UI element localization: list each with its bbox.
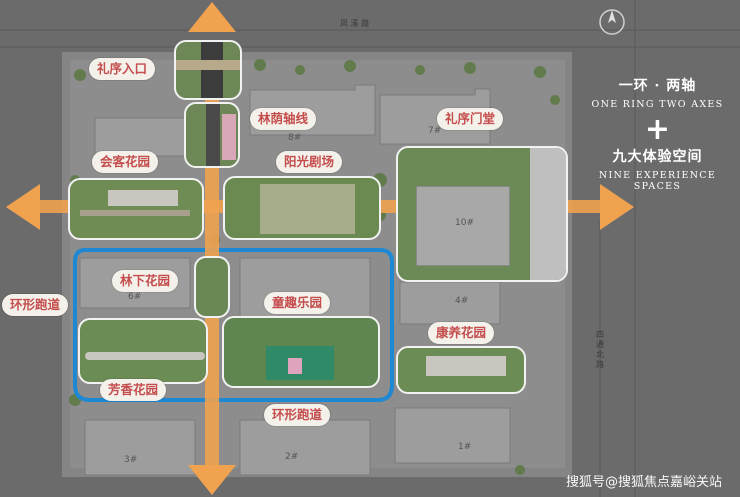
building-label-10: 10#	[455, 218, 474, 228]
building-3	[84, 419, 196, 476]
direction-arrow-icon	[6, 2, 634, 495]
plot-forest-axis	[184, 102, 240, 168]
plot-sunshine-theater	[223, 176, 381, 240]
north-arrow-icon	[599, 9, 625, 35]
plus-icon: +	[644, 112, 671, 147]
building-label-8: 8#	[288, 133, 302, 143]
label-ceremony-entrance: 礼序入口	[89, 58, 156, 80]
concept-line1-en: ONE RING TWO AXES	[591, 99, 724, 110]
plot-understory-garden	[194, 256, 230, 318]
building-7	[379, 88, 491, 145]
building-1	[394, 407, 511, 464]
plot-ceremony-lobby	[396, 146, 568, 282]
ring-trail-path	[73, 248, 394, 402]
label-sunshine-theater: 阳光剧场	[276, 151, 343, 173]
building-label-3: 3#	[124, 455, 138, 465]
plot-kids-park	[222, 316, 380, 388]
label-ring-trail-bottom: 环形跑道	[264, 404, 331, 426]
concept-line2-en: NINE EXPERIENCE SPACES	[598, 170, 717, 192]
concept-line1-cn: 一环 · 两轴	[618, 78, 697, 94]
plot-fragrance-garden	[78, 318, 208, 384]
plot-wellness-garden	[396, 346, 526, 394]
concept-title-panel: 一环 · 两轴 ONE RING TWO AXES + 九大体验空间 NINE …	[575, 75, 740, 192]
label-club-garden: 会客花园	[92, 151, 159, 173]
building-2	[239, 419, 371, 476]
road-name-north: 凤 溪 路	[340, 19, 370, 28]
label-understory-garden: 林下花园	[112, 270, 179, 292]
building-4	[399, 281, 501, 325]
plot-club-garden	[68, 178, 204, 240]
building-label-6: 6#	[128, 292, 142, 302]
building-label-4: 4#	[455, 296, 469, 306]
watermark: 搜狐号@搜狐焦点嘉峪关站	[565, 475, 722, 490]
road-name-east: 四 通 北 路	[596, 330, 604, 369]
plot-ceremony-entrance	[174, 40, 242, 100]
label-ceremony-lobby: 礼序门堂	[437, 108, 504, 130]
label-ring-trail-left: 环形跑道	[2, 294, 69, 316]
label-forest-axis: 林荫轴线	[250, 108, 317, 130]
concept-line2-cn: 九大体验空间	[612, 149, 703, 165]
label-kids-park: 童趣乐园	[264, 292, 331, 314]
building-label-1: 1#	[458, 442, 472, 452]
building-label-2: 2#	[285, 452, 299, 462]
label-fragrance-garden: 芳香花园	[100, 379, 167, 401]
building-label-7: 7#	[428, 126, 442, 136]
label-wellness-garden: 康养花园	[428, 322, 495, 344]
